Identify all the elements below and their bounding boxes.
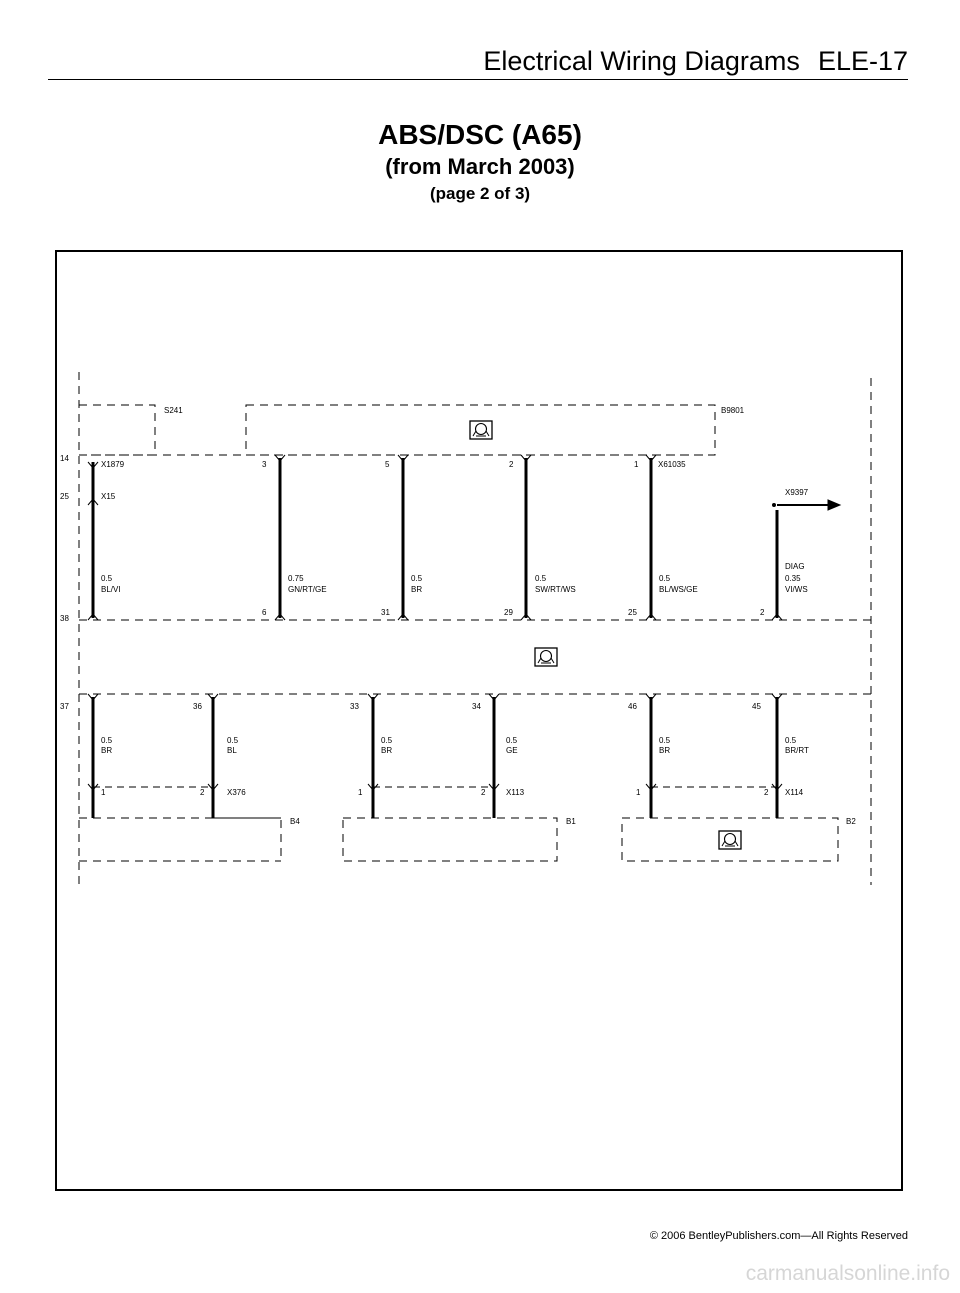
label-b1: B1: [566, 817, 576, 826]
header-rule: [48, 79, 908, 80]
wire-color: BR: [381, 746, 392, 755]
wire-color: BR: [101, 746, 112, 755]
wire-color: VI/WS: [785, 585, 808, 594]
connector-pin: 1: [636, 788, 641, 797]
page-header: Electrical Wiring Diagrams ELE-17: [483, 46, 908, 77]
label-x113: X113: [506, 788, 525, 797]
label-x9397: X9397: [785, 488, 809, 497]
diag-arrow: [772, 499, 842, 511]
pin-bottom-25: 25: [628, 608, 637, 617]
pin-bottom-29: 29: [504, 608, 513, 617]
wire-gauge: 0.5: [381, 736, 393, 745]
pin-top-36: 36: [193, 702, 202, 711]
wire-color: BL/VI: [101, 585, 121, 594]
wire-gauge: 0.5: [659, 574, 671, 583]
control-unit-icon: [534, 647, 558, 667]
pin-bottom-2: 2: [760, 608, 765, 617]
header-title: Electrical Wiring Diagrams: [483, 46, 800, 76]
pin-top-1: 1: [634, 460, 639, 469]
wire-color: GE: [506, 746, 518, 755]
header-section: ELE-17: [817, 46, 908, 76]
wire-color: BR/RT: [785, 746, 809, 755]
connector-pin: 2: [481, 788, 486, 797]
connector-pin: 2: [764, 788, 769, 797]
pin-top-34: 34: [472, 702, 481, 711]
wire-gauge: 0.5: [535, 574, 547, 583]
upper-wires: [91, 458, 779, 618]
label-x1879: X1879: [101, 460, 125, 469]
sensor-b4-box: [213, 817, 282, 861]
sensor-icon: [469, 420, 493, 440]
diagram-title: ABS/DSC (A65): [378, 119, 582, 150]
diagram-subtitle: (from March 2003): [385, 154, 575, 179]
label-x15: X15: [101, 492, 116, 501]
sensor-b2-box: [621, 817, 839, 862]
sensor-b1-box: [342, 817, 558, 862]
wire-color: SW/RT/WS: [535, 585, 576, 594]
pin-38: 38: [60, 614, 69, 623]
wire-color: BL: [227, 746, 237, 755]
wire-gauge: 0.35: [785, 574, 801, 583]
label-x376: X376: [227, 788, 246, 797]
wire-gauge: 0.5: [506, 736, 518, 745]
wire-color: BR: [659, 746, 670, 755]
label-b2: B2: [846, 817, 856, 826]
pin-37: 37: [60, 702, 69, 711]
label-b4: B4: [290, 817, 300, 826]
diagram-titles: ABS/DSC (A65) (from March 2003) (page 2 …: [0, 118, 960, 206]
label-x114: X114: [785, 788, 804, 797]
pin-14: 14: [60, 454, 69, 463]
connector-pin: 1: [101, 788, 106, 797]
watermark: carmanualsonline.info: [745, 1262, 950, 1285]
wire-color: BR: [411, 585, 422, 594]
sensor-icon: [718, 830, 742, 850]
connector-pin: 1: [358, 788, 363, 797]
splice-box: [79, 404, 156, 456]
connector-pin: 2: [200, 788, 205, 797]
wire-gauge: 0.75: [288, 574, 304, 583]
wire-color: GN/RT/GE: [288, 585, 327, 594]
pin-bottom-6: 6: [262, 608, 267, 617]
pin-25: 25: [60, 492, 69, 501]
pin-bottom-31: 31: [381, 608, 390, 617]
steering-angle-sensor-box: [245, 404, 716, 456]
pin-top-45: 45: [752, 702, 761, 711]
label-x61035: X61035: [658, 460, 686, 469]
pin-top-33: 33: [350, 702, 359, 711]
label-b9801: B9801: [721, 406, 745, 415]
pin-top-2: 2: [509, 460, 514, 469]
wire-gauge: 0.5: [659, 736, 671, 745]
wire-gauge: 0.5: [411, 574, 423, 583]
wire-gauge: 0.5: [101, 736, 113, 745]
label-diag: DIAG: [785, 562, 805, 571]
wire-color: BL/WS/GE: [659, 585, 698, 594]
pin-top-46: 46: [628, 702, 637, 711]
lower-wires: [91, 697, 779, 818]
diagram-page-indicator: (page 2 of 3): [429, 184, 531, 203]
copyright-footer: © 2006 BentleyPublishers.com—All Rights …: [649, 1230, 908, 1242]
pin-top-5: 5: [385, 460, 390, 469]
pin-top-3: 3: [262, 460, 267, 469]
wire-gauge: 0.5: [785, 736, 797, 745]
label-s241: S241: [164, 406, 183, 415]
wire-gauge: 0.5: [227, 736, 239, 745]
wire-gauge: 0.5: [101, 574, 113, 583]
diagram-frame: [55, 250, 903, 1191]
